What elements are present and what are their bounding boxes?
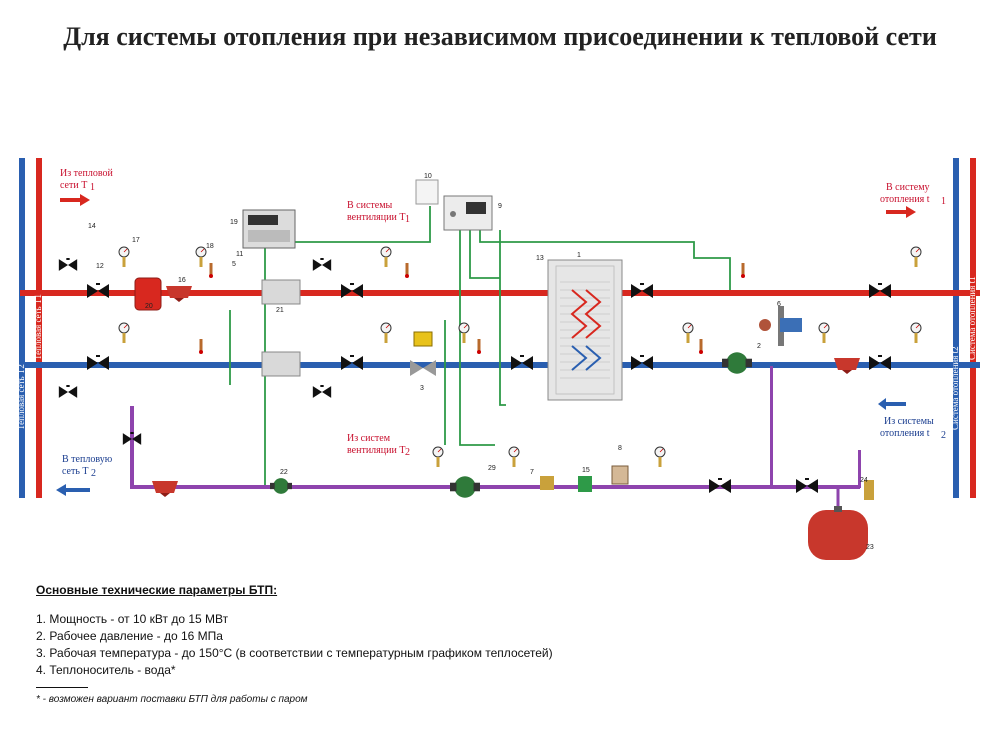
left-risers — [19, 158, 42, 498]
svg-text:2: 2 — [941, 430, 946, 441]
footnote: * - возможен вариант поставки БТП для ра… — [36, 694, 308, 705]
label-vent-out-2: вентиляции Т — [347, 445, 405, 456]
svg-text:1: 1 — [941, 196, 946, 207]
makeup-devices — [540, 465, 874, 500]
pressure-regulator-6 — [759, 306, 802, 346]
technical-parameters: Основные технические параметры БТП: 1. М… — [36, 583, 736, 705]
svg-text:13: 13 — [536, 255, 544, 262]
svg-text:12: 12 — [96, 263, 104, 270]
parameter-temperature: 3. Рабочая температура - до 150°C (в соо… — [36, 646, 553, 660]
svg-text:3: 3 — [420, 385, 424, 392]
svg-text:10: 10 — [424, 173, 432, 180]
label-heat-out: В систему — [886, 182, 930, 193]
controller-9 — [443, 195, 493, 231]
expansion-tank-23 — [808, 506, 868, 560]
heating-scheme-diagram: Из тепловой сети Т 1 В тепловую сеть Т 2… — [16, 158, 980, 560]
svg-text:29: 29 — [488, 465, 496, 472]
svg-text:7: 7 — [530, 469, 534, 476]
svg-text:2: 2 — [405, 447, 410, 458]
svg-text:5: 5 — [232, 261, 236, 268]
svg-text:1: 1 — [90, 182, 95, 193]
pumps — [270, 352, 752, 498]
label-right-red-riser: Система отопления t1 — [967, 276, 977, 360]
svg-text:16: 16 — [178, 277, 186, 284]
svg-text:14: 14 — [88, 223, 96, 230]
control-valve-3 — [410, 331, 436, 376]
svg-text:2: 2 — [91, 468, 96, 479]
plate-heat-exchanger — [547, 259, 623, 401]
component-numbers: 1 2 3 5 6 7 8 9 10 11 12 13 14 15 16 17 … — [88, 173, 874, 551]
flow-meter-supply — [261, 279, 301, 305]
parameters-title: Основные технические параметры БТП: — [36, 583, 278, 597]
parameter-power: 1. Мощность - от 10 кВт до 15 МВт — [36, 612, 229, 626]
right-risers — [953, 158, 976, 498]
page-title: Для системы отопления при независимом пр… — [63, 22, 937, 51]
parameter-pressure: 2. Рабочее давление - до 16 МПа — [36, 629, 223, 643]
svg-text:1: 1 — [577, 252, 581, 259]
label-to-network: В тепловую — [62, 454, 113, 465]
svg-text:23: 23 — [866, 544, 874, 551]
svg-text:15: 15 — [582, 467, 590, 474]
label-to-network-2: сеть Т — [62, 466, 89, 477]
svg-text:22: 22 — [280, 469, 288, 476]
footnote-divider — [36, 687, 88, 688]
svg-text:6: 6 — [777, 301, 781, 308]
svg-text:9: 9 — [498, 203, 502, 210]
svg-text:18: 18 — [206, 243, 214, 250]
svg-text:21: 21 — [276, 307, 284, 314]
label-left-red-riser: Тепловая сеть Т1 — [33, 294, 43, 360]
heat-meter-19 — [242, 209, 296, 249]
label-right-blue-riser: Система отопления t2 — [950, 346, 960, 430]
label-from-network: Из тепловой — [60, 168, 113, 179]
svg-text:19: 19 — [230, 219, 238, 226]
label-vent-out: Из систем — [347, 433, 391, 444]
diagram-labels: Из тепловой сети Т 1 В тепловую сеть Т 2… — [16, 168, 977, 479]
mud-trap-20 — [134, 277, 162, 311]
filters — [152, 286, 860, 497]
controller-10 — [415, 179, 439, 205]
control-lines — [229, 206, 731, 485]
label-left-blue-riser: Тепловая сеть Т2 — [16, 364, 26, 430]
svg-text:24: 24 — [860, 477, 868, 484]
svg-text:17: 17 — [132, 237, 140, 244]
label-heat-out-2: отопления t — [880, 194, 930, 205]
flow-meter-return — [261, 351, 301, 377]
makeup-line — [130, 366, 861, 510]
svg-text:11: 11 — [236, 251, 243, 258]
svg-text:2: 2 — [757, 343, 761, 350]
parameter-medium: 4. Теплоноситель - вода* — [36, 663, 176, 677]
svg-text:8: 8 — [618, 445, 622, 452]
label-vent-in: В системы — [347, 200, 393, 211]
flow-arrows — [56, 194, 916, 496]
label-heat-in: Из системы — [884, 416, 934, 427]
label-from-network-2: сети Т — [60, 180, 87, 191]
svg-text:1: 1 — [405, 214, 410, 225]
label-heat-in-2: отопления t — [880, 428, 930, 439]
label-vent-in-2: вентиляции Т — [347, 212, 405, 223]
svg-text:20: 20 — [145, 303, 153, 310]
